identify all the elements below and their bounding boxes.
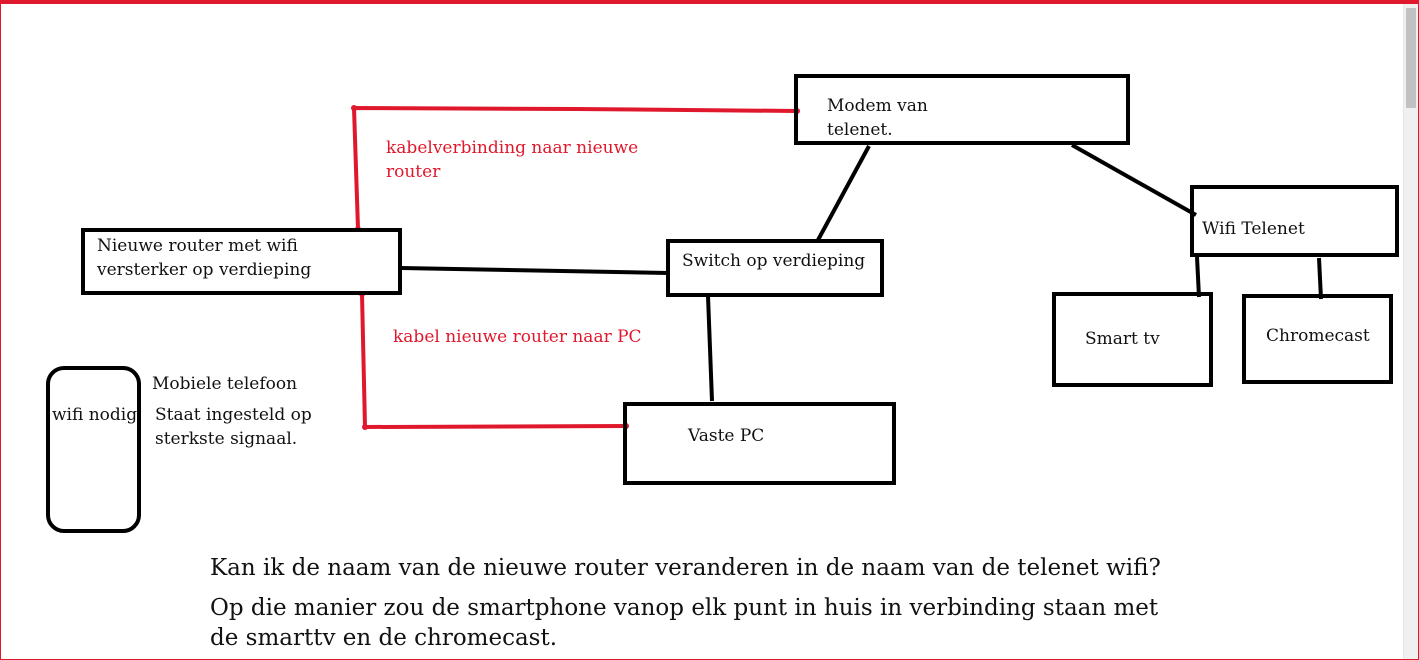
phone-title: Mobiele telefoon <box>152 374 298 394</box>
cable-router-pc-note: kabel nieuwe router naar PC <box>393 327 642 347</box>
fixed-pc-label: Vaste PC <box>688 426 765 446</box>
chromecast-box <box>1242 294 1393 384</box>
red-cable-end-dot <box>351 105 357 111</box>
cable-to-router-note-line2: router <box>386 162 441 182</box>
modem-label-line2: telenet. <box>827 120 893 140</box>
explanation-line1: Op die manier zou de smartphone vanop el… <box>210 595 1159 621</box>
modem-box <box>794 74 1130 145</box>
chromecast-label: Chromecast <box>1266 326 1370 346</box>
switch-label: Switch op verdieping <box>682 251 866 271</box>
link-wifi-to-smart-tv <box>1195 256 1201 298</box>
smart-tv-label: Smart tv <box>1085 329 1160 349</box>
new-router-label-line1: Nieuwe router met wifi <box>97 236 298 256</box>
link-router-to-switch <box>400 266 669 275</box>
vertical-scrollbar[interactable] <box>1403 4 1418 659</box>
switch-box <box>666 239 884 297</box>
smart-tv-box <box>1052 292 1213 387</box>
new-router-box <box>81 228 402 295</box>
fixed-pc-box <box>623 402 896 485</box>
phone-note-line2: sterkste signaal. <box>155 429 298 449</box>
scrollbar-thumb[interactable] <box>1406 8 1416 108</box>
phone-note-line1: Staat ingesteld op <box>155 405 312 425</box>
link-modem-to-wifi-telenet <box>1071 143 1197 217</box>
question-text: Kan ik de naam van de nieuwe router vera… <box>210 555 1161 581</box>
modem-label-line1: Modem van <box>827 96 928 116</box>
cable-to-router-note-line1: kabelverbinding naar nieuwe <box>386 138 639 158</box>
explanation-line2: de smarttv en de chromecast. <box>210 625 558 651</box>
red-cable-modem-to-router <box>351 105 798 230</box>
link-wifi-to-chromecast <box>1317 257 1323 300</box>
new-router-label-line2: versterker op verdieping <box>97 260 312 280</box>
red-cable-router-to-pc <box>360 293 627 430</box>
phone-shape <box>46 366 141 533</box>
red-cable-end-dot <box>362 424 368 430</box>
wifi-telenet-label: Wifi Telenet <box>1202 219 1305 239</box>
phone-label: wifi nodig <box>52 405 138 425</box>
link-switch-to-pc <box>706 295 714 402</box>
wifi-telenet-box <box>1190 185 1399 257</box>
link-modem-to-switch <box>816 145 871 241</box>
